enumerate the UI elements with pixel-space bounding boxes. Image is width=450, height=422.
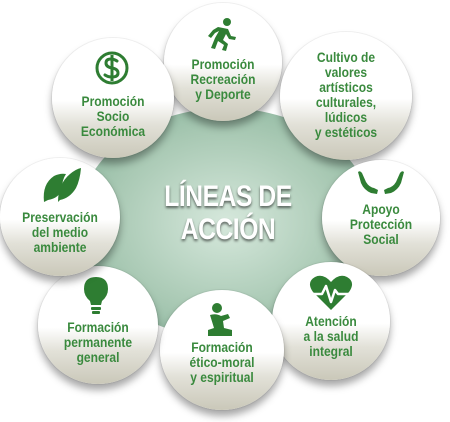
heart-pulse-icon (308, 274, 354, 312)
label-line: integral (309, 343, 353, 359)
node-formacion-permanente: Formación permanente general (38, 266, 158, 384)
label-line: Preservación (22, 209, 98, 225)
label-line: Apoyo (362, 201, 400, 217)
node-promocion-socioeconomica: Promoción Socio Económica (52, 38, 174, 158)
label-line: lúdicos (324, 109, 368, 125)
globe-dollar-icon (94, 50, 130, 86)
hub-title: LÍNEAS DE ACCIÓN (146, 180, 310, 246)
label-line: Formación (67, 319, 129, 335)
hub-title-line2: ACCIÓN (180, 213, 276, 246)
running-person-icon (204, 17, 240, 53)
praying-person-icon (204, 302, 238, 338)
hub-title-line1: LÍNEAS DE (164, 180, 292, 213)
label-line: a la salud (303, 328, 359, 344)
node-label: Atención a la salud integral (284, 314, 379, 359)
lightbulb-icon (82, 276, 110, 316)
label-line: y estéticos (314, 124, 378, 140)
node-label: Promoción Recreación y Deporte (176, 57, 271, 102)
label-line: y espiritual (190, 369, 254, 385)
node-promocion-recreacion: Promoción Recreación y Deporte (164, 3, 282, 121)
node-atencion-salud: Atención a la salud integral (272, 262, 390, 380)
label-line: Formación (191, 339, 253, 355)
label-line: Atención (305, 313, 357, 329)
caring-hands-icon (356, 168, 406, 196)
node-label: Preservación del medio ambiente (13, 210, 108, 255)
node-label: Cultivo de valores artísticos culturales… (294, 50, 397, 140)
label-line: artísticos (319, 79, 373, 95)
label-line: Promoción (81, 93, 145, 109)
label-line: del medio (31, 224, 89, 240)
node-label: Formación permanente general (51, 320, 146, 365)
label-line: permanente (63, 334, 133, 350)
label-line: Protección (349, 216, 413, 232)
node-cultivo-valores: Cultivo de valores artísticos culturales… (280, 32, 412, 160)
node-formacion-etico: Formación ético-moral y espiritual (160, 290, 284, 410)
node-label: Apoyo Protección Social (334, 202, 429, 247)
label-line: ambiente (33, 239, 87, 255)
label-line: Socio (96, 108, 130, 124)
label-line: Cultivo de (316, 49, 376, 65)
node-apoyo-proteccion: Apoyo Protección Social (322, 160, 440, 276)
label-line: y Deporte (195, 86, 251, 102)
leaves-icon (40, 166, 82, 204)
label-line: Social (363, 231, 399, 247)
label-line: Recreación (190, 71, 256, 87)
node-label: Promoción Socio Económica (66, 94, 161, 139)
label-line: ético-moral (189, 354, 255, 370)
label-line: valores (324, 64, 368, 80)
node-preservacion-ambiente: Preservación del medio ambiente (0, 158, 120, 276)
node-label: Formación ético-moral y espiritual (174, 340, 270, 385)
label-line: general (76, 349, 120, 365)
label-line: culturales, (315, 94, 377, 110)
label-line: Económica (80, 123, 146, 139)
label-line: Promoción (191, 56, 255, 72)
